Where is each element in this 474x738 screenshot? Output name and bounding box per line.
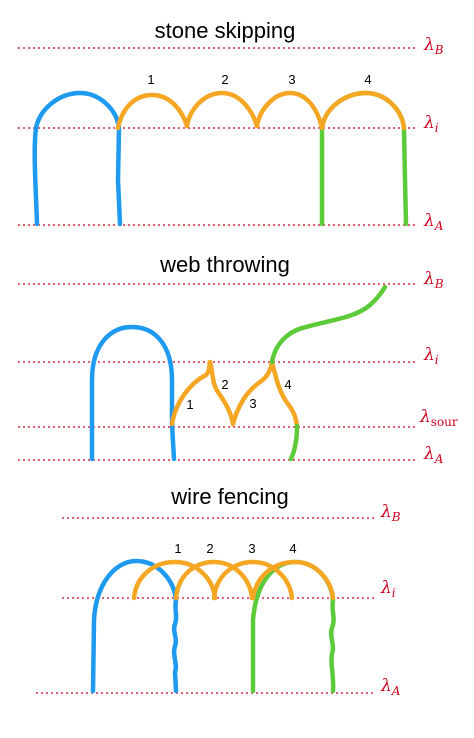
- title-wire-fencing: wire fencing: [170, 484, 288, 509]
- hop-label-4: 4: [289, 541, 296, 556]
- hop-label-3: 3: [249, 396, 256, 411]
- title-web-throwing: web throwing: [159, 252, 290, 277]
- label-lambda-b: λB: [423, 269, 444, 291]
- panel-web-throwing: web throwing λB λi λsour λA 1 2 3 4: [18, 252, 458, 466]
- hop-label-4: 4: [284, 377, 291, 392]
- panel-stone-skipping: stone skipping λB λi λA 1 2 3 4: [18, 18, 444, 233]
- blue-trajectory: [90, 558, 179, 694]
- orange-fence-arc-4: [250, 559, 336, 601]
- green-trajectory: [269, 284, 388, 365]
- label-lambda-b: λB: [423, 35, 444, 57]
- orange-fence-arc-2: [173, 559, 255, 601]
- orange-fence-arc-1: [131, 559, 218, 601]
- orange-skip-path: [115, 90, 407, 131]
- green-trajectory: [319, 90, 409, 227]
- label-lambda-a: λA: [423, 444, 444, 466]
- label-lambda-i: λi: [423, 113, 439, 135]
- panel-wire-fencing: wire fencing λB λi λA 1 2 3 4: [36, 484, 401, 698]
- green-trajectory: [250, 559, 336, 694]
- hop-label-3: 3: [248, 541, 255, 556]
- orange-fence-arc-3: [211, 559, 295, 601]
- hop-label-1: 1: [186, 397, 193, 412]
- hop-label-1: 1: [147, 72, 154, 87]
- title-stone-skipping: stone skipping: [155, 18, 296, 43]
- label-lambda-i: λi: [423, 345, 439, 367]
- label-lambda-a: λA: [380, 676, 401, 698]
- blue-trajectory: [32, 90, 123, 227]
- blue-trajectory: [89, 324, 177, 462]
- hop-label-2: 2: [206, 541, 213, 556]
- label-lambda-sour: λsour: [419, 407, 458, 429]
- green-tail: [288, 423, 300, 462]
- label-lambda-b: λB: [380, 502, 401, 524]
- hop-label-1: 1: [174, 541, 181, 556]
- label-lambda-i: λi: [380, 578, 396, 600]
- orange-web-path: [169, 359, 300, 429]
- hop-label-2: 2: [221, 377, 228, 392]
- hop-label-4: 4: [364, 72, 371, 87]
- hop-label-2: 2: [221, 72, 228, 87]
- label-lambda-a: λA: [423, 211, 444, 233]
- hop-label-3: 3: [288, 72, 295, 87]
